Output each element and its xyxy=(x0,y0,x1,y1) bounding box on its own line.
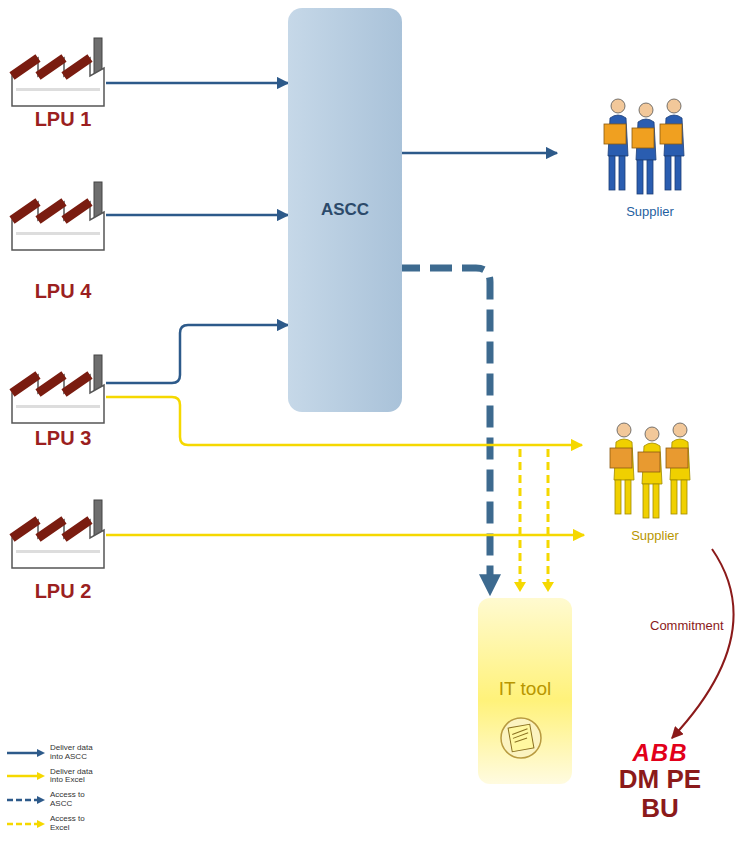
node-label: Supplier xyxy=(590,528,720,543)
legend-text: Deliver data into Excel xyxy=(50,768,96,786)
node-label: IT tool xyxy=(478,678,572,700)
company-logo: ABB xyxy=(590,740,730,765)
node-label: LPU 4 xyxy=(8,280,118,303)
data-flow-arrow xyxy=(106,82,288,85)
note-icon xyxy=(499,716,543,760)
data-flow-arrow xyxy=(106,214,288,217)
access-arrow xyxy=(398,268,490,594)
data-flow-arrow xyxy=(106,325,288,383)
legend-sample xyxy=(6,795,46,805)
supplier-node: Supplier xyxy=(590,412,720,543)
legend-sample xyxy=(6,819,46,829)
node-label: LPU 1 xyxy=(8,108,118,131)
data-flow-arrow xyxy=(106,534,584,537)
node-label: LPU 3 xyxy=(8,427,118,450)
hub-label: ASCC xyxy=(321,200,369,220)
company-label: ABBDM PE BU xyxy=(590,740,730,822)
factory-node: LPU 2 xyxy=(8,500,118,603)
legend-item: Access to ASCC xyxy=(6,791,96,809)
edge-label: Commitment xyxy=(648,618,726,633)
central-hub: ASCC xyxy=(288,8,402,412)
legend-sample xyxy=(6,748,46,758)
factory-node: LPU 1 xyxy=(8,38,118,131)
data-flow-arrow xyxy=(402,152,557,155)
legend-item: Access to Excel xyxy=(6,815,96,833)
legend-text: Access to Excel xyxy=(50,815,96,833)
unit-name: DM PE BU xyxy=(605,765,715,822)
legend-sample xyxy=(6,771,46,781)
commitment-arrow xyxy=(672,549,734,738)
node-label: LPU 2 xyxy=(8,580,118,603)
legend-item: Deliver data into ASCC xyxy=(6,744,96,762)
legend-text: Access to ASCC xyxy=(50,791,96,809)
supplier-node: Supplier xyxy=(585,92,715,219)
factory-node: LPU 4 xyxy=(8,182,118,303)
legend-text: Deliver data into ASCC xyxy=(50,744,96,762)
node-label: Supplier xyxy=(585,204,715,219)
legend: Deliver data into ASCC Deliver data into … xyxy=(6,744,96,838)
factory-node: LPU 3 xyxy=(8,355,118,450)
legend-item: Deliver data into Excel xyxy=(6,768,96,786)
